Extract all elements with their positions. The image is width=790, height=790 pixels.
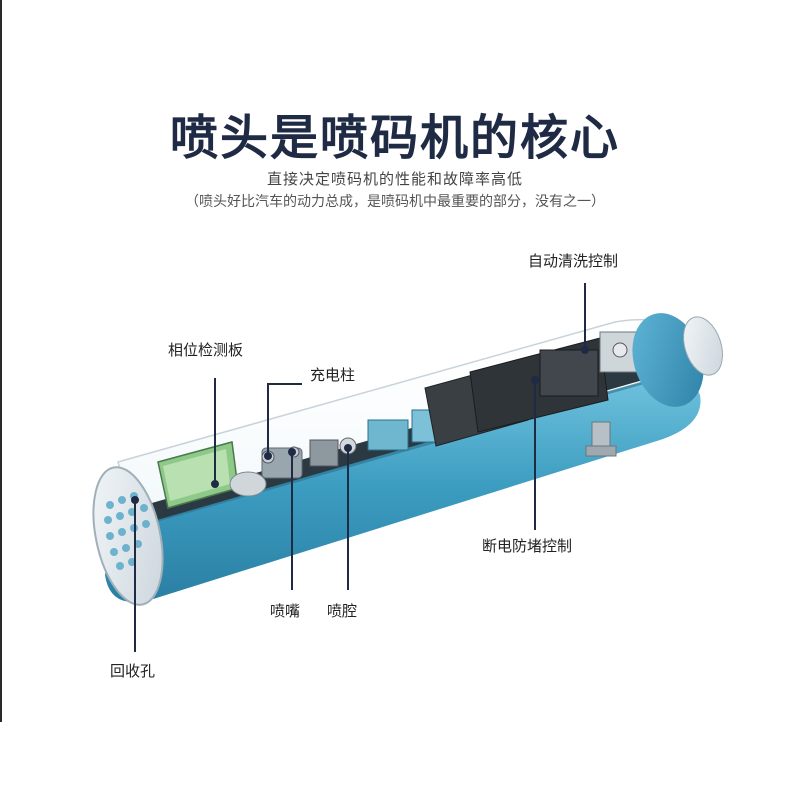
leader-dots — [131, 346, 589, 504]
page-note: （喷头好比汽车的动力总成，是喷码机中最重要的部分，没有之一） — [185, 194, 605, 210]
label-charge-post: 充电柱 — [310, 366, 356, 384]
page-title: 喷头是喷码机的核心 — [169, 110, 620, 166]
leader-charge-post — [267, 383, 302, 456]
label-nozzle: 喷嘴 — [270, 602, 301, 620]
page-subtitle: 直接决定喷码机的性能和故障率高低 — [266, 170, 523, 188]
left-border-line — [0, 0, 2, 722]
nozzle-cavity-parts — [309, 409, 443, 467]
leader-lines — [134, 283, 586, 652]
right-end-parts — [585, 331, 639, 457]
label-recovery-hole: 回收孔 — [110, 662, 156, 680]
label-auto-clean: 自动清洗控制 — [528, 252, 619, 270]
label-anti-clog: 断电防堵控制 — [482, 537, 573, 555]
right-cap — [632, 313, 723, 407]
valve-blocks — [424, 337, 609, 447]
label-phase-board: 相位检测板 — [168, 341, 244, 359]
label-cavity: 喷腔 — [327, 602, 358, 620]
